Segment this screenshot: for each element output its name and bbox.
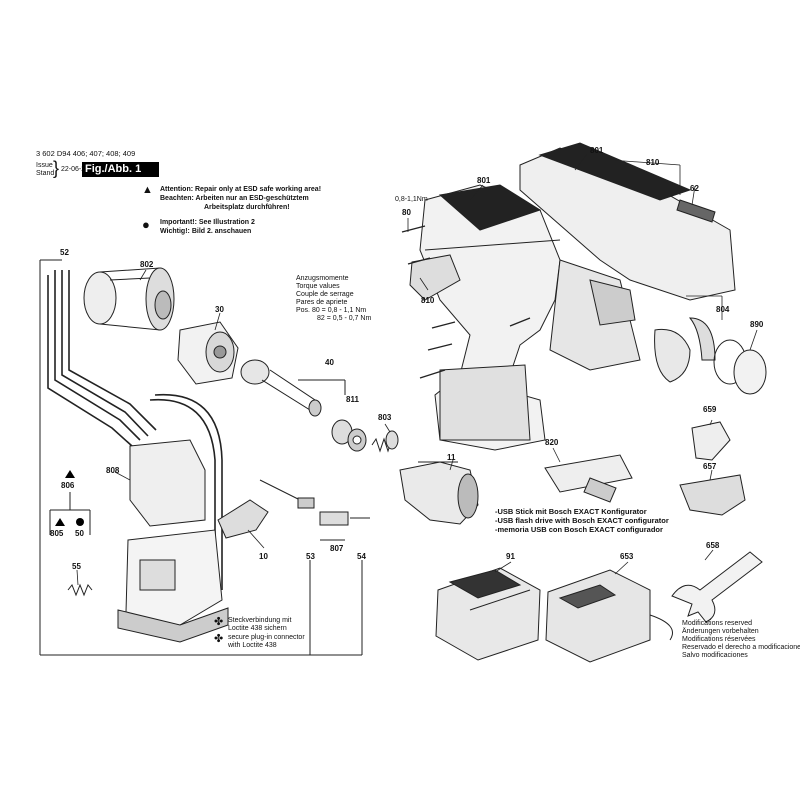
modifications-line: Modifications réservées xyxy=(682,636,756,643)
part-label-653: 653 xyxy=(620,552,634,561)
part-label-91: 91 xyxy=(506,552,515,561)
part-label-80: 80 xyxy=(402,208,411,217)
electronics-808 xyxy=(117,439,229,643)
stand-label: Stand xyxy=(36,170,55,177)
part-label-55: 55 xyxy=(72,562,81,571)
part-label-54: 54 xyxy=(357,552,366,561)
wire-harness xyxy=(47,270,223,590)
motor-802 xyxy=(83,267,175,331)
part-label-810-rear: 810 xyxy=(646,158,660,167)
part-label-50: 50 xyxy=(75,529,84,538)
screws-80 xyxy=(401,225,531,379)
part-label-820: 820 xyxy=(545,438,559,447)
modifications-line: Salvo modificaciones xyxy=(682,652,748,659)
part-label-52: 52 xyxy=(60,248,69,257)
group-52-leader xyxy=(39,259,363,656)
torque-title-fr: Couple de serrage xyxy=(296,291,354,298)
part-label-802: 802 xyxy=(140,260,154,269)
loctite-en-2: with Loctite 438 xyxy=(228,642,277,649)
label-strip-62 xyxy=(676,199,716,223)
leader-lines xyxy=(76,153,758,586)
housing-801 xyxy=(419,184,561,451)
ring-804 xyxy=(654,317,747,385)
spindle-40 xyxy=(240,359,346,417)
switch-10 xyxy=(217,499,269,539)
usb-text-es: -memoria USB con Bosch EXACT configurado… xyxy=(495,525,663,534)
reference-bracket xyxy=(49,492,91,535)
ring-890 xyxy=(733,349,767,395)
loctite-de-1: Steckverbindung mit xyxy=(228,617,292,624)
battery-91 xyxy=(435,567,541,661)
torque-title-es: Pares de apriete xyxy=(296,299,348,306)
part-label-804: 804 xyxy=(716,305,730,314)
part-label-657: 657 xyxy=(703,462,717,471)
charger-653 xyxy=(545,569,673,663)
attention-de-1: Beachten: Arbeiten nur an ESD-geschützte… xyxy=(160,195,309,202)
part-label-62: 62 xyxy=(690,184,699,193)
handle-insert-810 xyxy=(409,254,461,301)
part-label-805: 805 xyxy=(50,529,64,538)
spring-803 xyxy=(371,430,399,453)
reference-symbols xyxy=(55,470,84,526)
housing-801-rear xyxy=(519,142,736,371)
part-label-53: 53 xyxy=(306,552,315,561)
torque-title-en: Torque values xyxy=(296,283,340,290)
torque-row-1: Pos. 80 = 0,8 - 1,1 Nm xyxy=(296,307,367,314)
important-de: Wichtig!: Bild 2. anschauen xyxy=(160,228,252,235)
loctite-de-2: Loctite 438 sichern xyxy=(228,625,287,632)
part-label-658: 658 xyxy=(706,541,720,550)
bearing-811 xyxy=(331,419,367,452)
clip-659 xyxy=(691,421,731,461)
loctite-en-1: secure plug-in connector xyxy=(228,634,305,641)
document-number: 3 602 D94 406; 407; 408; 409 xyxy=(36,149,136,158)
connector-53-807 xyxy=(259,479,370,541)
part-label-659: 659 xyxy=(703,405,717,414)
modifications-line: Reservado el derecho a modificaciones xyxy=(682,644,800,651)
wrench-658 xyxy=(671,551,763,623)
spring-55 xyxy=(67,583,93,597)
attention-en: Attention: Repair only at ESD safe worki… xyxy=(160,186,322,193)
issue-label: Issue xyxy=(36,162,53,169)
torque-title-de: Anzugsmomente xyxy=(296,275,349,282)
part-label-803: 803 xyxy=(378,413,392,422)
issue-date: 22-06-28 xyxy=(61,166,90,173)
warning-icon: ▲ xyxy=(142,184,153,196)
part-label-801-rear: 801 xyxy=(590,146,604,155)
figure-label: Fig./Abb. 1 xyxy=(82,162,159,177)
modifications-line: Modifications reserved xyxy=(682,620,753,627)
attention-de-2: Arbeitsplatz durchführen! xyxy=(204,204,290,211)
brace-glyph: } xyxy=(53,158,60,178)
screw-torque-label: 0,8-1,1Nm xyxy=(395,196,428,203)
part-label-890: 890 xyxy=(750,320,764,329)
modifications-line: Änderungen vorbehalten xyxy=(682,628,759,635)
important-en: Important!: See Illustration 2 xyxy=(160,219,255,226)
part-label-811: 811 xyxy=(346,395,359,404)
usb-text-en: -USB flash drive with Bosch EXACT config… xyxy=(495,516,669,525)
torque-row-2: 82 = 0,5 - 0,7 Nm xyxy=(317,315,372,322)
usb-text-de: -USB Stick mit Bosch EXACT Konfigurator xyxy=(495,507,647,516)
part-label-10: 10 xyxy=(259,552,268,561)
part-label-801-front: 801 xyxy=(477,176,491,185)
part-label-808: 808 xyxy=(106,466,120,475)
gearbox-30 xyxy=(177,321,239,385)
part-label-806: 806 xyxy=(61,481,75,490)
cross-icon: ✤ xyxy=(214,633,224,645)
chuck-11 xyxy=(399,461,479,525)
cross-icon: ✤ xyxy=(214,616,224,628)
part-label-30: 30 xyxy=(215,305,224,314)
part-label-40: 40 xyxy=(325,358,334,367)
part-label-11: 11 xyxy=(447,453,456,462)
info-circle-icon: ● xyxy=(142,217,150,232)
key-657 xyxy=(679,474,746,516)
part-label-810-front: 810 xyxy=(421,296,435,305)
usb-stick-820 xyxy=(544,454,633,503)
part-label-807: 807 xyxy=(330,544,344,553)
